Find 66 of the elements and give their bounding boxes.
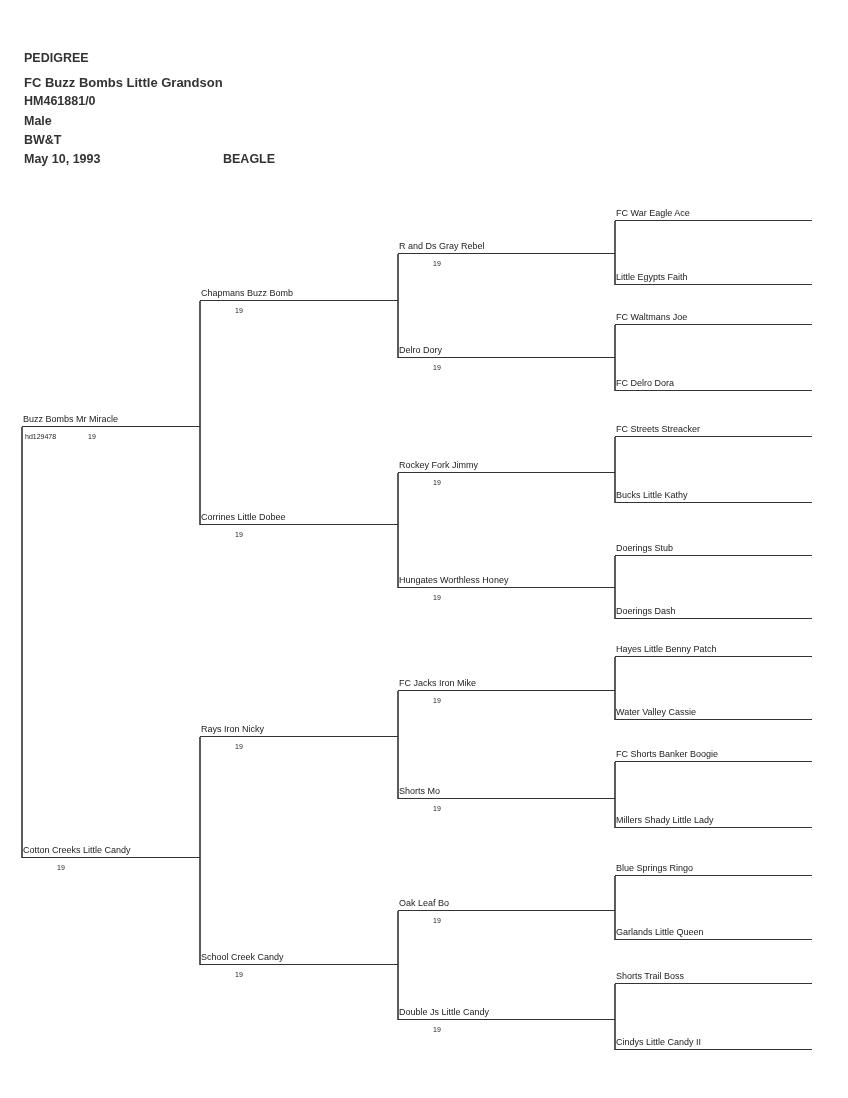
dog-name: Hayes Little Benny Patch [616, 644, 717, 654]
dog-name: FC Shorts Banker Boogie [616, 749, 719, 759]
dog-name: Water Valley Cassie [616, 707, 697, 717]
dog-name: Cotton Creeks Little Candy [23, 845, 131, 855]
dog-name: School Creek Candy [201, 952, 284, 962]
bracket-line [21, 426, 23, 859]
dog-name: Double Js Little Candy [399, 1007, 490, 1017]
dog-name: Bucks Little Kathy [616, 490, 688, 500]
bracket-line [199, 857, 201, 966]
pedigree-title: PEDIGREE [24, 51, 89, 65]
dog-name: Rockey Fork Jimmy [399, 460, 478, 470]
bracket-line [614, 253, 616, 286]
header-text: BEAGLE [223, 152, 276, 166]
bracket-line [199, 426, 201, 526]
bracket-line [397, 690, 399, 738]
bracket-line [614, 656, 616, 692]
bracket-line [614, 220, 616, 255]
dog-name: FC War Eagle Ace [616, 208, 690, 218]
dog-name: Hungates Worthless Honey [399, 575, 509, 585]
bracket-line [614, 555, 616, 589]
header-text: BW&T [24, 133, 62, 147]
dog-name: Corrines Little Dobee [201, 512, 286, 522]
dog-name: FC Waltmans Joe [616, 312, 688, 322]
bracket-line [397, 736, 399, 800]
dog-name: Millers Shady Little Lady [616, 815, 714, 825]
header-text: HM461881/0 [24, 94, 96, 108]
dog-name: FC Buzz Bombs Little Grandson [24, 75, 223, 90]
bracket-line [614, 436, 616, 474]
bracket-line [614, 910, 616, 941]
dog-name: Doerings Dash [616, 606, 676, 616]
bracket-line [614, 1019, 616, 1051]
bracket-line [614, 875, 616, 912]
bracket-line [397, 472, 399, 526]
header-text: Male [24, 114, 52, 128]
dog-name: Shorts Trail Boss [616, 971, 685, 981]
bracket-line [397, 910, 399, 966]
dog-name: Little Egypts Faith [616, 272, 688, 282]
bracket-line [614, 357, 616, 392]
dog-name: FC Jacks Iron Mike [399, 678, 476, 688]
dog-name: Garlands Little Queen [616, 927, 704, 937]
bracket-line [614, 472, 616, 504]
bracket-line [397, 964, 399, 1021]
dog-name: Cindys Little Candy II [616, 1037, 702, 1047]
dog-name: FC Streets Streacker [616, 424, 701, 434]
bracket-line [397, 253, 399, 302]
bracket-line [397, 524, 399, 589]
bracket-line [614, 761, 616, 800]
dog-name: FC Delro Dora [616, 378, 674, 388]
dog-name: Rays Iron Nicky [201, 724, 264, 734]
dog-name: Buzz Bombs Mr Miracle [23, 414, 119, 424]
dog-name: Shorts Mo [399, 786, 440, 796]
dog-name: Doerings Stub [616, 543, 674, 553]
bracket-line [614, 690, 616, 721]
dog-name: Delro Dory [399, 345, 442, 355]
bracket-line [614, 798, 616, 829]
bracket-line [199, 300, 201, 428]
bracket-line [614, 324, 616, 359]
header-text: May 10, 1993 [24, 152, 101, 166]
bracket-line [199, 736, 201, 859]
bracket-line [614, 983, 616, 1021]
bracket-line [397, 300, 399, 359]
dog-name: R and Ds Gray Rebel [399, 241, 485, 251]
dog-name: Chapmans Buzz Bomb [201, 288, 294, 298]
dog-name: Oak Leaf Bo [399, 898, 450, 908]
bracket-line [614, 587, 616, 620]
dog-name: Blue Springs Ringo [616, 863, 694, 873]
